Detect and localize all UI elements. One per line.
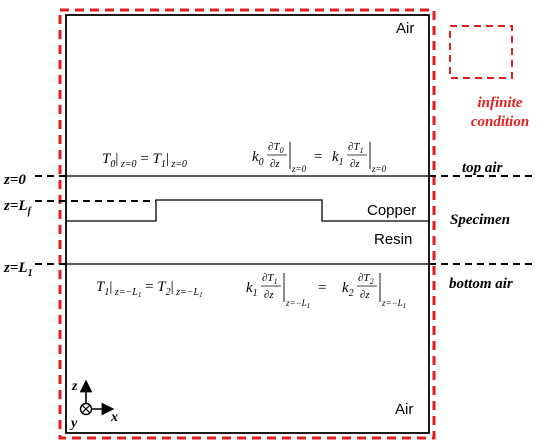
infinite-boundary [58, 8, 436, 440]
legend-line1: infinite [477, 95, 522, 111]
copper-label: Copper [367, 202, 416, 219]
svg-text:∂z: ∂z [350, 158, 360, 170]
svg-text:=: = [318, 280, 326, 296]
zone-bottom-air: bottom air [449, 276, 513, 292]
svg-text:∂T1: ∂T1 [262, 272, 278, 286]
coordinate-axes: z y x [69, 379, 118, 431]
svg-text:∂z: ∂z [360, 289, 370, 301]
equation-flux-continuity-zL1: k1 ∂T1 ∂z z=−L1 = k2 ∂T2 ∂z z=−L1 [246, 272, 406, 310]
svg-text:k0: k0 [252, 149, 264, 168]
svg-text:z=0: z=0 [371, 164, 387, 174]
air-bottom-label: Air [395, 401, 413, 418]
svg-text:k1: k1 [332, 149, 344, 168]
zone-specimen: Specimen [450, 212, 510, 228]
equation-flux-continuity-z0: k0 ∂T0 ∂z z=0 = k1 ∂T1 ∂z z=0 [252, 141, 387, 174]
air-top-label: Air [396, 20, 414, 37]
svg-text:∂T2: ∂T2 [358, 272, 374, 286]
resin-label: Resin [374, 231, 412, 248]
level-z0: z=0 [3, 172, 26, 188]
svg-text:T0| z=0 = T1| z=0: T0| z=0 = T1| z=0 [102, 151, 187, 170]
svg-text:∂z: ∂z [270, 158, 280, 170]
svg-text:z=−L1: z=−L1 [285, 298, 310, 310]
level-zLf: z=Lf [3, 198, 33, 217]
svg-text:∂T1: ∂T1 [348, 141, 364, 155]
domain-box [65, 14, 430, 434]
legend-line2: condition [471, 114, 529, 130]
svg-text:k2: k2 [342, 280, 354, 299]
svg-text:∂z: ∂z [264, 289, 274, 301]
svg-text:T1| z=−L1 = T2| z=−L1: T1| z=−L1 = T2| z=−L1 [96, 279, 203, 299]
svg-text:∂T0: ∂T0 [268, 141, 284, 155]
zone-top-air: top air [462, 160, 503, 176]
svg-text:k1: k1 [246, 280, 258, 299]
y-axis-label: y [69, 416, 78, 431]
z-axis-label: z [71, 379, 78, 394]
x-axis-label: x [110, 410, 118, 425]
equation-temp-continuity-z0: T0| z=0 = T1| z=0 [102, 151, 187, 170]
level-zL1: z=L1 [3, 260, 33, 279]
svg-text:z=−L1: z=−L1 [381, 298, 406, 310]
equation-temp-continuity-zL1: T1| z=−L1 = T2| z=−L1 [96, 279, 203, 299]
svg-text:=: = [314, 149, 322, 165]
copper-profile [66, 199, 429, 222]
svg-text:z=0: z=0 [291, 164, 307, 174]
legend-box [449, 25, 513, 79]
